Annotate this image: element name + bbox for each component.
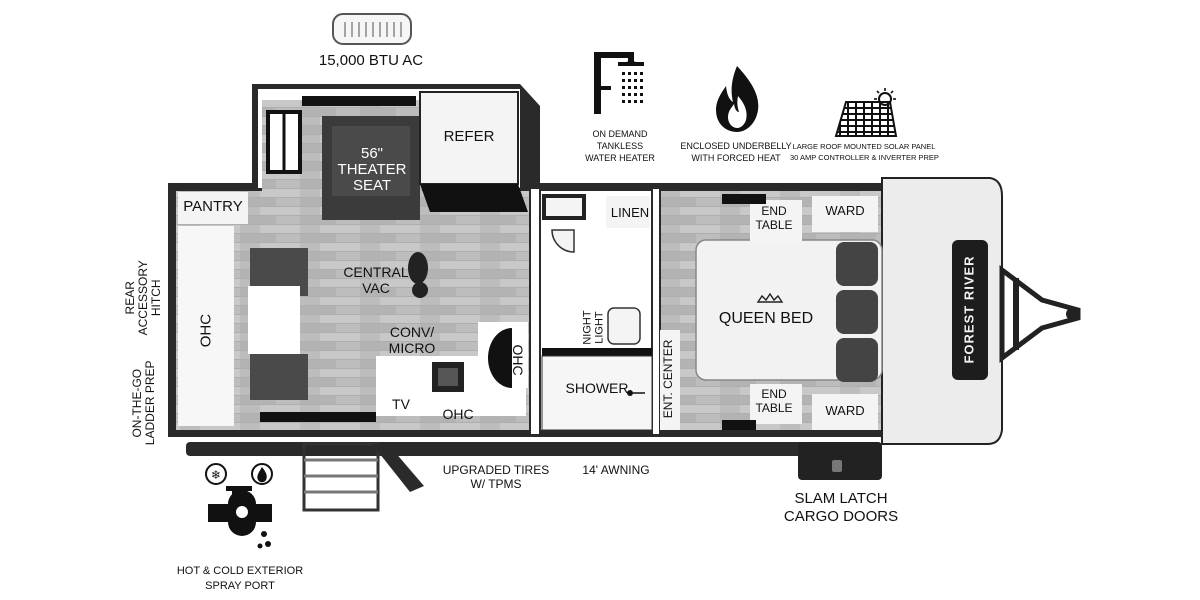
underbelly-line-2: WITH FORCED HEAT [691, 153, 781, 164]
theater-seat-line-2: THEATER [337, 160, 407, 178]
tankless-water-heater-icon [594, 52, 644, 114]
conv-micro-line-2: MICRO [388, 340, 436, 357]
end-table-bottom-line-2: TABLE [755, 400, 793, 415]
ladder-prep-label: ON-THE-GO LADDER PREP [130, 360, 157, 446]
solar-panel-icon [834, 88, 898, 137]
tires-line-1: UPGRADED TIRES [442, 463, 550, 477]
tires-line-2: W/ TPMS [470, 476, 522, 491]
solar-label: LARGE ROOF MOUNTED SOLAR PANEL 30 AMP CO… [790, 142, 939, 163]
central-vac-line-1: CENTRAL [343, 264, 409, 280]
end-table-top-line-1: END [761, 204, 787, 218]
spray-port-line-1: HOT & COLD EXTERIOR [176, 565, 304, 577]
water-heater-line-2: TANKLESS [596, 141, 644, 152]
pantry-label: PANTRY [183, 198, 243, 215]
shower-label: SHOWER [565, 380, 629, 396]
side-ohc-label: OHC [510, 344, 527, 376]
tires-label: UPGRADED TIRES W/ TPMS [436, 463, 556, 492]
rear-ohc-label: OHC [197, 313, 215, 348]
theater-seat-label: 56" THEATER SEAT [330, 146, 414, 193]
forced-heat-flame-icon [716, 66, 759, 132]
conv-micro-label: CONV/ MICRO [378, 324, 446, 356]
ent-center-label: ENT. CENTER [661, 339, 676, 419]
end-table-bottom-label: END TABLE [750, 387, 798, 416]
ladder-prep-line-2: LADDER PREP [143, 360, 157, 446]
rear-hitch-line-3: HITCH [149, 279, 164, 317]
cargo-doors-line-2: CARGO DOORS [783, 508, 899, 525]
spray-port-icon: ❄ [205, 463, 273, 549]
underbelly-label: ENCLOSED UNDERBELLY WITH FORCED HEAT [680, 140, 792, 164]
ward-bottom-label: WARD [825, 403, 865, 418]
rear-hitch-label: REAR ACCESSORY HITCH [123, 258, 164, 338]
night-light-label: NIGHT LIGHT [581, 302, 605, 354]
linen-label: LINEN [610, 205, 650, 220]
spray-port-line-2: SPRAY PORT [205, 580, 275, 593]
tv-label: TV [392, 396, 410, 412]
night-light-line-2: LIGHT [593, 311, 605, 344]
end-table-top-label: END TABLE [750, 204, 798, 233]
furniture [178, 91, 883, 431]
awning-label: 14' AWNING [582, 463, 650, 477]
cargo-doors-label: SLAM LATCH CARGO DOORS [774, 490, 908, 526]
water-heater-line-1: ON DEMAND [592, 129, 648, 139]
central-vac-line-2: VAC [362, 280, 390, 297]
central-vac-label: CENTRAL VAC [340, 264, 412, 296]
solar-line-1: LARGE ROOF MOUNTED SOLAR PANEL [792, 142, 936, 151]
end-table-top-line-2: TABLE [755, 217, 793, 232]
queen-bed-label: QUEEN BED [718, 310, 814, 327]
ac-unit-icon [332, 13, 412, 45]
brand-logo-text: FOREST RIVER [961, 255, 977, 364]
conv-micro-line-1: CONV/ [389, 324, 435, 340]
water-heater-line-3: WATER HEATER [585, 153, 655, 164]
underbelly-line-1: ENCLOSED UNDERBELLY [680, 141, 792, 151]
refer-label: REFER [443, 128, 495, 145]
theater-seat-line-3: SEAT [352, 176, 392, 194]
night-light-line-1: NIGHT [581, 310, 594, 345]
svg-text:❄: ❄ [211, 468, 221, 482]
theater-seat-line-1: 56" [360, 145, 383, 162]
water-heater-label: ON DEMAND TANKLESS WATER HEATER [570, 128, 670, 164]
ward-top-label: WARD [825, 203, 865, 218]
cargo-doors-line-1: SLAM LATCH [794, 490, 888, 507]
end-table-bottom-line-1: END [761, 387, 787, 401]
solar-line-2: 30 AMP CONTROLLER & INVERTER PREP [790, 152, 939, 162]
ac-label: 15,000 BTU AC [318, 52, 424, 69]
spray-port-label: HOT & COLD EXTERIOR SPRAY PORT [176, 564, 304, 595]
kitchen-ohc-label: OHC [442, 406, 474, 422]
